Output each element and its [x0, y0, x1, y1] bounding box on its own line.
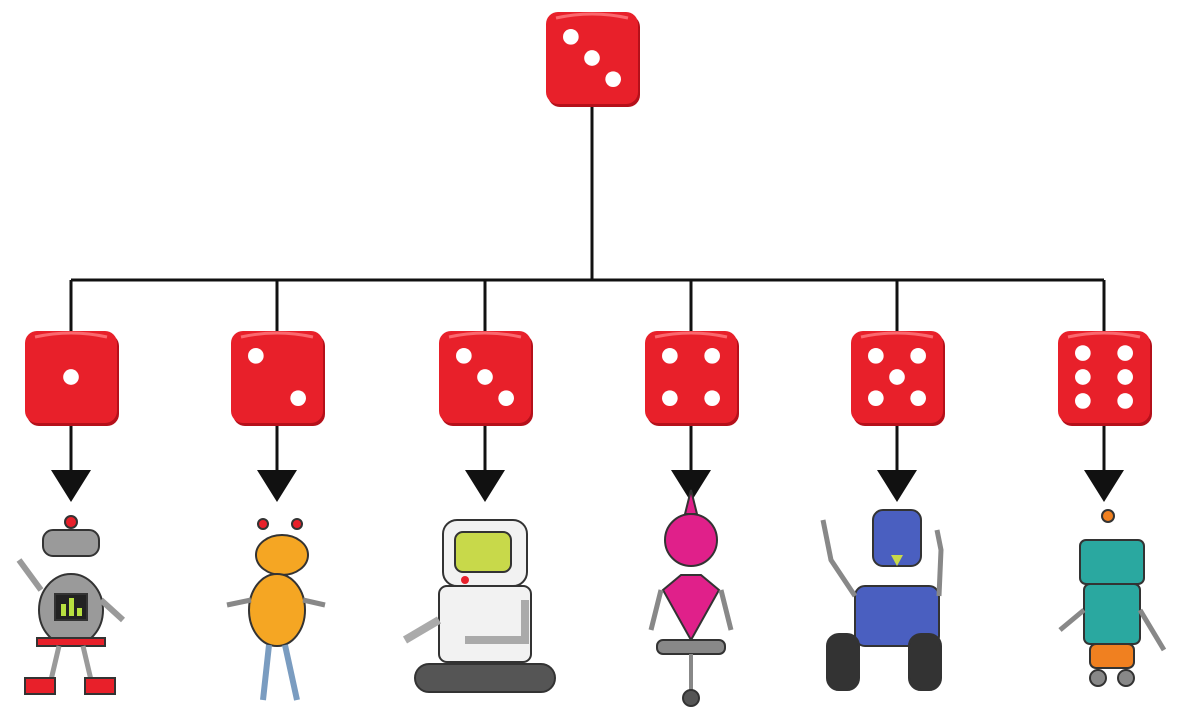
robot-arm — [98, 597, 126, 623]
white-box-robot-on-tracks-icon — [402, 519, 556, 693]
die-pip — [1117, 393, 1133, 409]
die-pip — [563, 29, 579, 45]
die-pip — [704, 390, 720, 406]
grey-robot-with-screen-chest-icon — [16, 515, 126, 695]
die-pip — [498, 390, 514, 406]
robot-antenna — [1101, 509, 1115, 523]
outcome-die-1 — [25, 331, 119, 426]
robot-beak — [891, 555, 903, 566]
pink-unicycle-robot-icon — [648, 489, 734, 707]
robot-foot — [1089, 669, 1107, 687]
die-pip — [477, 369, 493, 385]
robot-antenna — [64, 515, 78, 529]
robot-wheel — [908, 633, 942, 691]
die-pip — [248, 348, 264, 364]
die-pip — [63, 369, 79, 385]
outcome-die-3 — [439, 331, 533, 426]
robot-tracks — [414, 663, 556, 693]
die-pip — [662, 390, 678, 406]
outcome-die-6 — [1058, 331, 1152, 426]
robot-head — [255, 534, 309, 576]
robot-arm — [465, 600, 529, 644]
arrow-head — [257, 470, 297, 502]
screen-bar — [77, 608, 82, 616]
robot-body — [661, 574, 721, 643]
blue-wheeled-robot-icon — [820, 509, 944, 691]
robot-body — [438, 585, 532, 663]
robot-wheel — [682, 689, 700, 707]
die-pip — [584, 50, 600, 66]
robot-horn — [683, 489, 699, 515]
robot-arm — [402, 616, 442, 644]
die-highlight — [240, 331, 314, 339]
robot-foot — [1117, 669, 1135, 687]
robot-foot — [84, 677, 116, 695]
die-pip — [290, 390, 306, 406]
outcome-die-4 — [645, 331, 739, 426]
die-pip — [1075, 345, 1091, 361]
robot-legs — [260, 644, 300, 701]
robot-head — [664, 513, 718, 567]
root-die — [546, 12, 640, 107]
robot-skirt — [36, 637, 106, 647]
robot-antenna — [291, 518, 303, 530]
screen-bar — [69, 598, 74, 616]
robot-body — [248, 573, 306, 647]
robot-skirt — [656, 639, 726, 655]
die-face — [1058, 331, 1150, 423]
robot-button — [461, 576, 469, 584]
die-highlight — [1067, 331, 1141, 339]
teal-box-robot-icon — [1058, 509, 1167, 687]
robot-head — [42, 529, 100, 557]
die-face — [231, 331, 323, 423]
die-pip — [868, 348, 884, 364]
die-highlight — [448, 331, 522, 339]
robot-body — [854, 585, 940, 647]
robot-legs — [48, 645, 94, 681]
robot-arm — [16, 558, 44, 592]
yellow-bug-robot-icon — [226, 518, 326, 701]
die-pip — [1075, 393, 1091, 409]
robot-base — [1089, 643, 1135, 669]
robot-head — [1079, 539, 1145, 585]
arrow-head — [671, 470, 711, 502]
robot-face — [454, 531, 512, 573]
die-highlight — [555, 12, 629, 20]
robot-antenna — [257, 518, 269, 530]
robot-wheel — [826, 633, 860, 691]
arrow-head — [877, 470, 917, 502]
die-pip — [889, 369, 905, 385]
robot-arms — [226, 597, 326, 608]
die-highlight — [860, 331, 934, 339]
die-pip — [662, 348, 678, 364]
robot-body — [1083, 583, 1141, 645]
robot-foot — [24, 677, 56, 695]
die-pip — [605, 71, 621, 87]
die-pip — [910, 348, 926, 364]
robot-arms — [820, 519, 944, 598]
arrow-head — [51, 470, 91, 502]
outcome-die-2 — [231, 331, 325, 426]
die-face — [645, 331, 737, 423]
die-pip — [910, 390, 926, 406]
die-pip — [1117, 369, 1133, 385]
outcome-die-5 — [851, 331, 945, 426]
screen-bar — [61, 604, 66, 616]
die-highlight — [654, 331, 728, 339]
robot-arms — [648, 589, 734, 631]
die-pip — [1117, 345, 1133, 361]
robot-arms — [1058, 608, 1167, 652]
die-highlight — [34, 331, 108, 339]
die-pip — [868, 390, 884, 406]
arrow-head — [465, 470, 505, 502]
die-pip — [1075, 369, 1091, 385]
arrow-head — [1084, 470, 1124, 502]
die-pip — [704, 348, 720, 364]
die-pip — [456, 348, 472, 364]
